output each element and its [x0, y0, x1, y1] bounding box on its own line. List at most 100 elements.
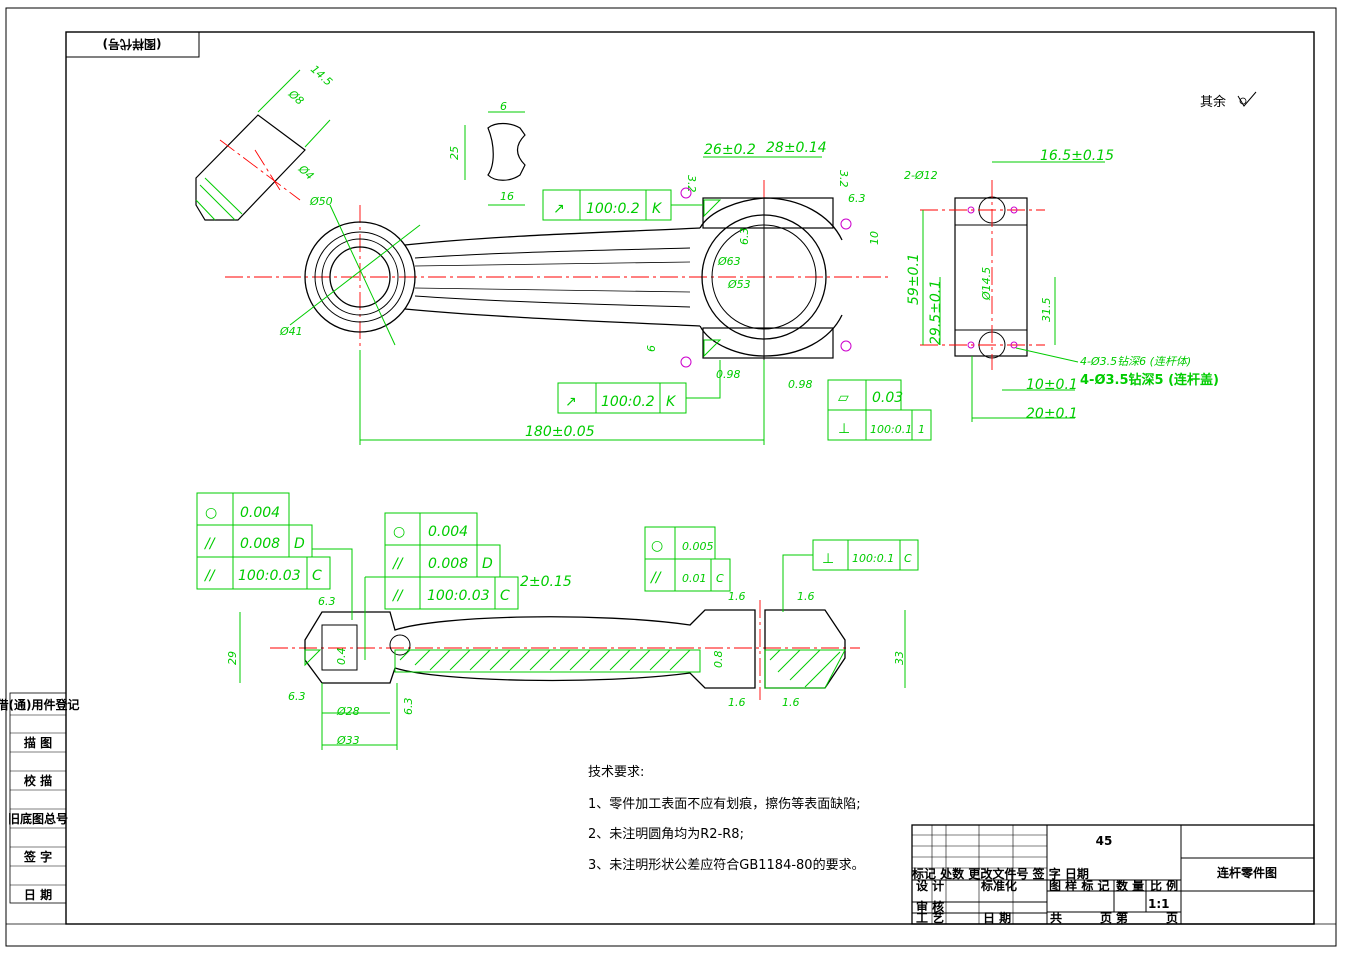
label-review: 审 核: [916, 899, 944, 914]
section-ibeam: 6 25 16: [448, 100, 526, 206]
label-page2: 页: [1166, 911, 1178, 925]
dim-14-5: 14.5: [308, 63, 335, 89]
dim-098b: 0.98: [788, 378, 813, 391]
mid-stack-sym-2: //: [391, 556, 404, 572]
dim-10b: 10±0.1: [1026, 377, 1078, 393]
title-block: 45 连杆零件图 标记 处数 更改文件号 签 字 日期 设 计 标准化 审 核 …: [911, 824, 1315, 925]
left-stack-sym-2: //: [203, 536, 216, 552]
dim-31-5: 31.5: [1040, 298, 1053, 323]
strip-label-4: 旧底图总号: [8, 811, 68, 826]
dim-20b: 20±0.1: [1026, 406, 1078, 422]
left-stack-ref-3: C: [312, 568, 322, 584]
dim-3-2-right: 3.2: [837, 170, 850, 188]
dim-phi53: Ø53: [727, 278, 751, 291]
strip-label-2: 描 图: [24, 735, 52, 750]
perp-bottom-ref: C: [904, 552, 912, 565]
main-view: 180±0.05 Ø50 Ø41 Ø63 Ø53 6.3 26±0.2 28±0…: [225, 140, 890, 445]
dim-10: 10: [868, 231, 881, 245]
dim-098a: 0.98: [716, 368, 741, 381]
cap-view: 16.5±0.15 2-Ø12 59±0.1 29.5±0.1 Ø14.5 31…: [904, 148, 1219, 422]
corner-label: (图样代号): [103, 37, 162, 52]
mid-stack-value-2: 0.008: [428, 556, 468, 572]
label-design: 设 计: [916, 878, 944, 893]
roughness-6-3-a: 6.3: [318, 595, 336, 608]
perp-bottom-sym: ⊥: [822, 551, 834, 567]
dim-180: 180±0.05: [525, 424, 595, 440]
left-stack-value-1: 0.004: [240, 505, 280, 521]
tolframe-flat-value: 0.03: [872, 390, 903, 406]
tolerance-stack-left: ○ 0.004 // 0.008 D // 100:0.03 C: [196, 492, 353, 620]
dim-2-015: 2±0.15: [520, 574, 572, 590]
tolerance-frame-perp-bottom: ⊥ 100:0.1 C: [782, 539, 919, 612]
label-total: 共: [1050, 910, 1062, 925]
section-view: 29 33 0.4 0.8 Ø28 Ø33 2±0.15 6.3 6.3 6.3…: [226, 574, 906, 750]
roughness-1-6-d: 1.6: [782, 696, 800, 709]
tech-item-3: 3、未注明形状公差应符合GB1184-80的要求。: [588, 857, 865, 873]
dim-16: 16: [500, 190, 514, 203]
note-4-phi3-5-body: 4-Ø3.5钻深6 (连杆体): [1080, 355, 1191, 368]
tolframe-k2-value: 100:0.2: [601, 394, 655, 410]
dim-phi14-5: Ø14.5: [980, 267, 993, 301]
strip-label-3: 校 描: [24, 773, 52, 788]
tech-item-1: 1、零件加工表面不应有划痕，擦伤等表面缺陷;: [588, 796, 861, 812]
label-process: 工 艺: [916, 910, 944, 925]
right-stack-sym-2: //: [649, 570, 662, 586]
left-strip: 借(通)用件登记 描 图 校 描 旧底图总号 签 字 日 期: [0, 692, 79, 904]
perp-bottom-value: 100:0.1: [852, 552, 894, 565]
scale-value: 1:1: [1148, 897, 1170, 911]
tolerance-frame-k1: ↗ 100:0.2 K: [542, 189, 703, 221]
right-stack-sym-1: ○: [651, 538, 663, 554]
outer-border: [5, 7, 1337, 947]
tolframe-k2-ref: K: [666, 394, 677, 410]
left-stack-ref-2: D: [294, 536, 305, 552]
roughness-symbol: [1237, 91, 1257, 107]
mid-stack-ref-2: D: [482, 556, 493, 572]
dim-phi41: Ø41: [279, 325, 303, 338]
tolerance-frame-flat: ▱ 0.03: [827, 379, 903, 411]
mid-stack-ref-3: C: [500, 588, 510, 604]
tolframe-flat-sym: ▱: [838, 390, 849, 406]
mid-stack-value-1: 0.004: [428, 524, 468, 540]
dim-phi63: Ø63: [717, 255, 741, 268]
dim-phi50: Ø50: [309, 195, 333, 208]
dim-6-3-center: 6.3: [738, 228, 751, 246]
label-page: 页: [1100, 911, 1112, 925]
right-stack-ref-2: C: [716, 572, 724, 585]
tolframe-perp-value: 100:0.1: [870, 423, 912, 436]
tolframe-k1-ref: K: [652, 201, 663, 217]
left-stack-value-2: 0.008: [240, 536, 280, 552]
dim-28: 28±0.14: [766, 140, 827, 156]
roughness-1-6-a: 1.6: [728, 590, 746, 603]
note-4-phi3-5-cap: 4-Ø3.5钻深5 (连杆盖): [1080, 372, 1219, 388]
tolerance-frame-perp: ⊥ 100:0.1 1: [827, 409, 932, 441]
dim-6-3-right: 6.3: [848, 192, 866, 205]
dim-6: 6: [500, 100, 507, 113]
mid-stack-sym-3: //: [391, 588, 404, 604]
dim-16-5: 16.5±0.15: [1040, 148, 1114, 164]
technical-requirements: 技术要求: 1、零件加工表面不应有划痕，擦伤等表面缺陷; 2、未注明圆角均为R2…: [588, 765, 865, 873]
dim-phi28: Ø28: [336, 705, 360, 718]
label-scale: 比 例: [1150, 878, 1178, 893]
part-name: 连杆零件图: [1217, 865, 1277, 880]
dim-phi33: Ø33: [336, 734, 360, 747]
roughness-1-6-c: 1.6: [728, 696, 746, 709]
tech-heading: 技术要求:: [588, 765, 644, 780]
dim-26: 26±0.2: [704, 142, 756, 158]
strip-label-6: 日 期: [24, 887, 52, 902]
label-sheet: 第: [1116, 910, 1128, 925]
label-qty: 数 量: [1116, 878, 1144, 893]
dim-0-8: 0.8: [712, 651, 725, 669]
left-stack-sym-3: //: [203, 568, 216, 584]
dim-59: 59±0.1: [906, 253, 922, 305]
dim-3-2-left: 3.2: [685, 175, 698, 193]
label-date: 日 期: [983, 910, 1011, 925]
tolframe-perp-ref: 1: [918, 423, 925, 436]
material: 45: [1096, 834, 1113, 848]
roughness-rest-label: 其余: [1200, 94, 1226, 110]
left-stack-value-3: 100:0.03: [238, 568, 301, 584]
dim-6b: 6: [645, 345, 658, 352]
roughness-6-3-b: 6.3: [288, 690, 306, 703]
tolframe-k2-sym: ↗: [565, 394, 577, 410]
dim-2-phi12: 2-Ø12: [904, 169, 938, 182]
